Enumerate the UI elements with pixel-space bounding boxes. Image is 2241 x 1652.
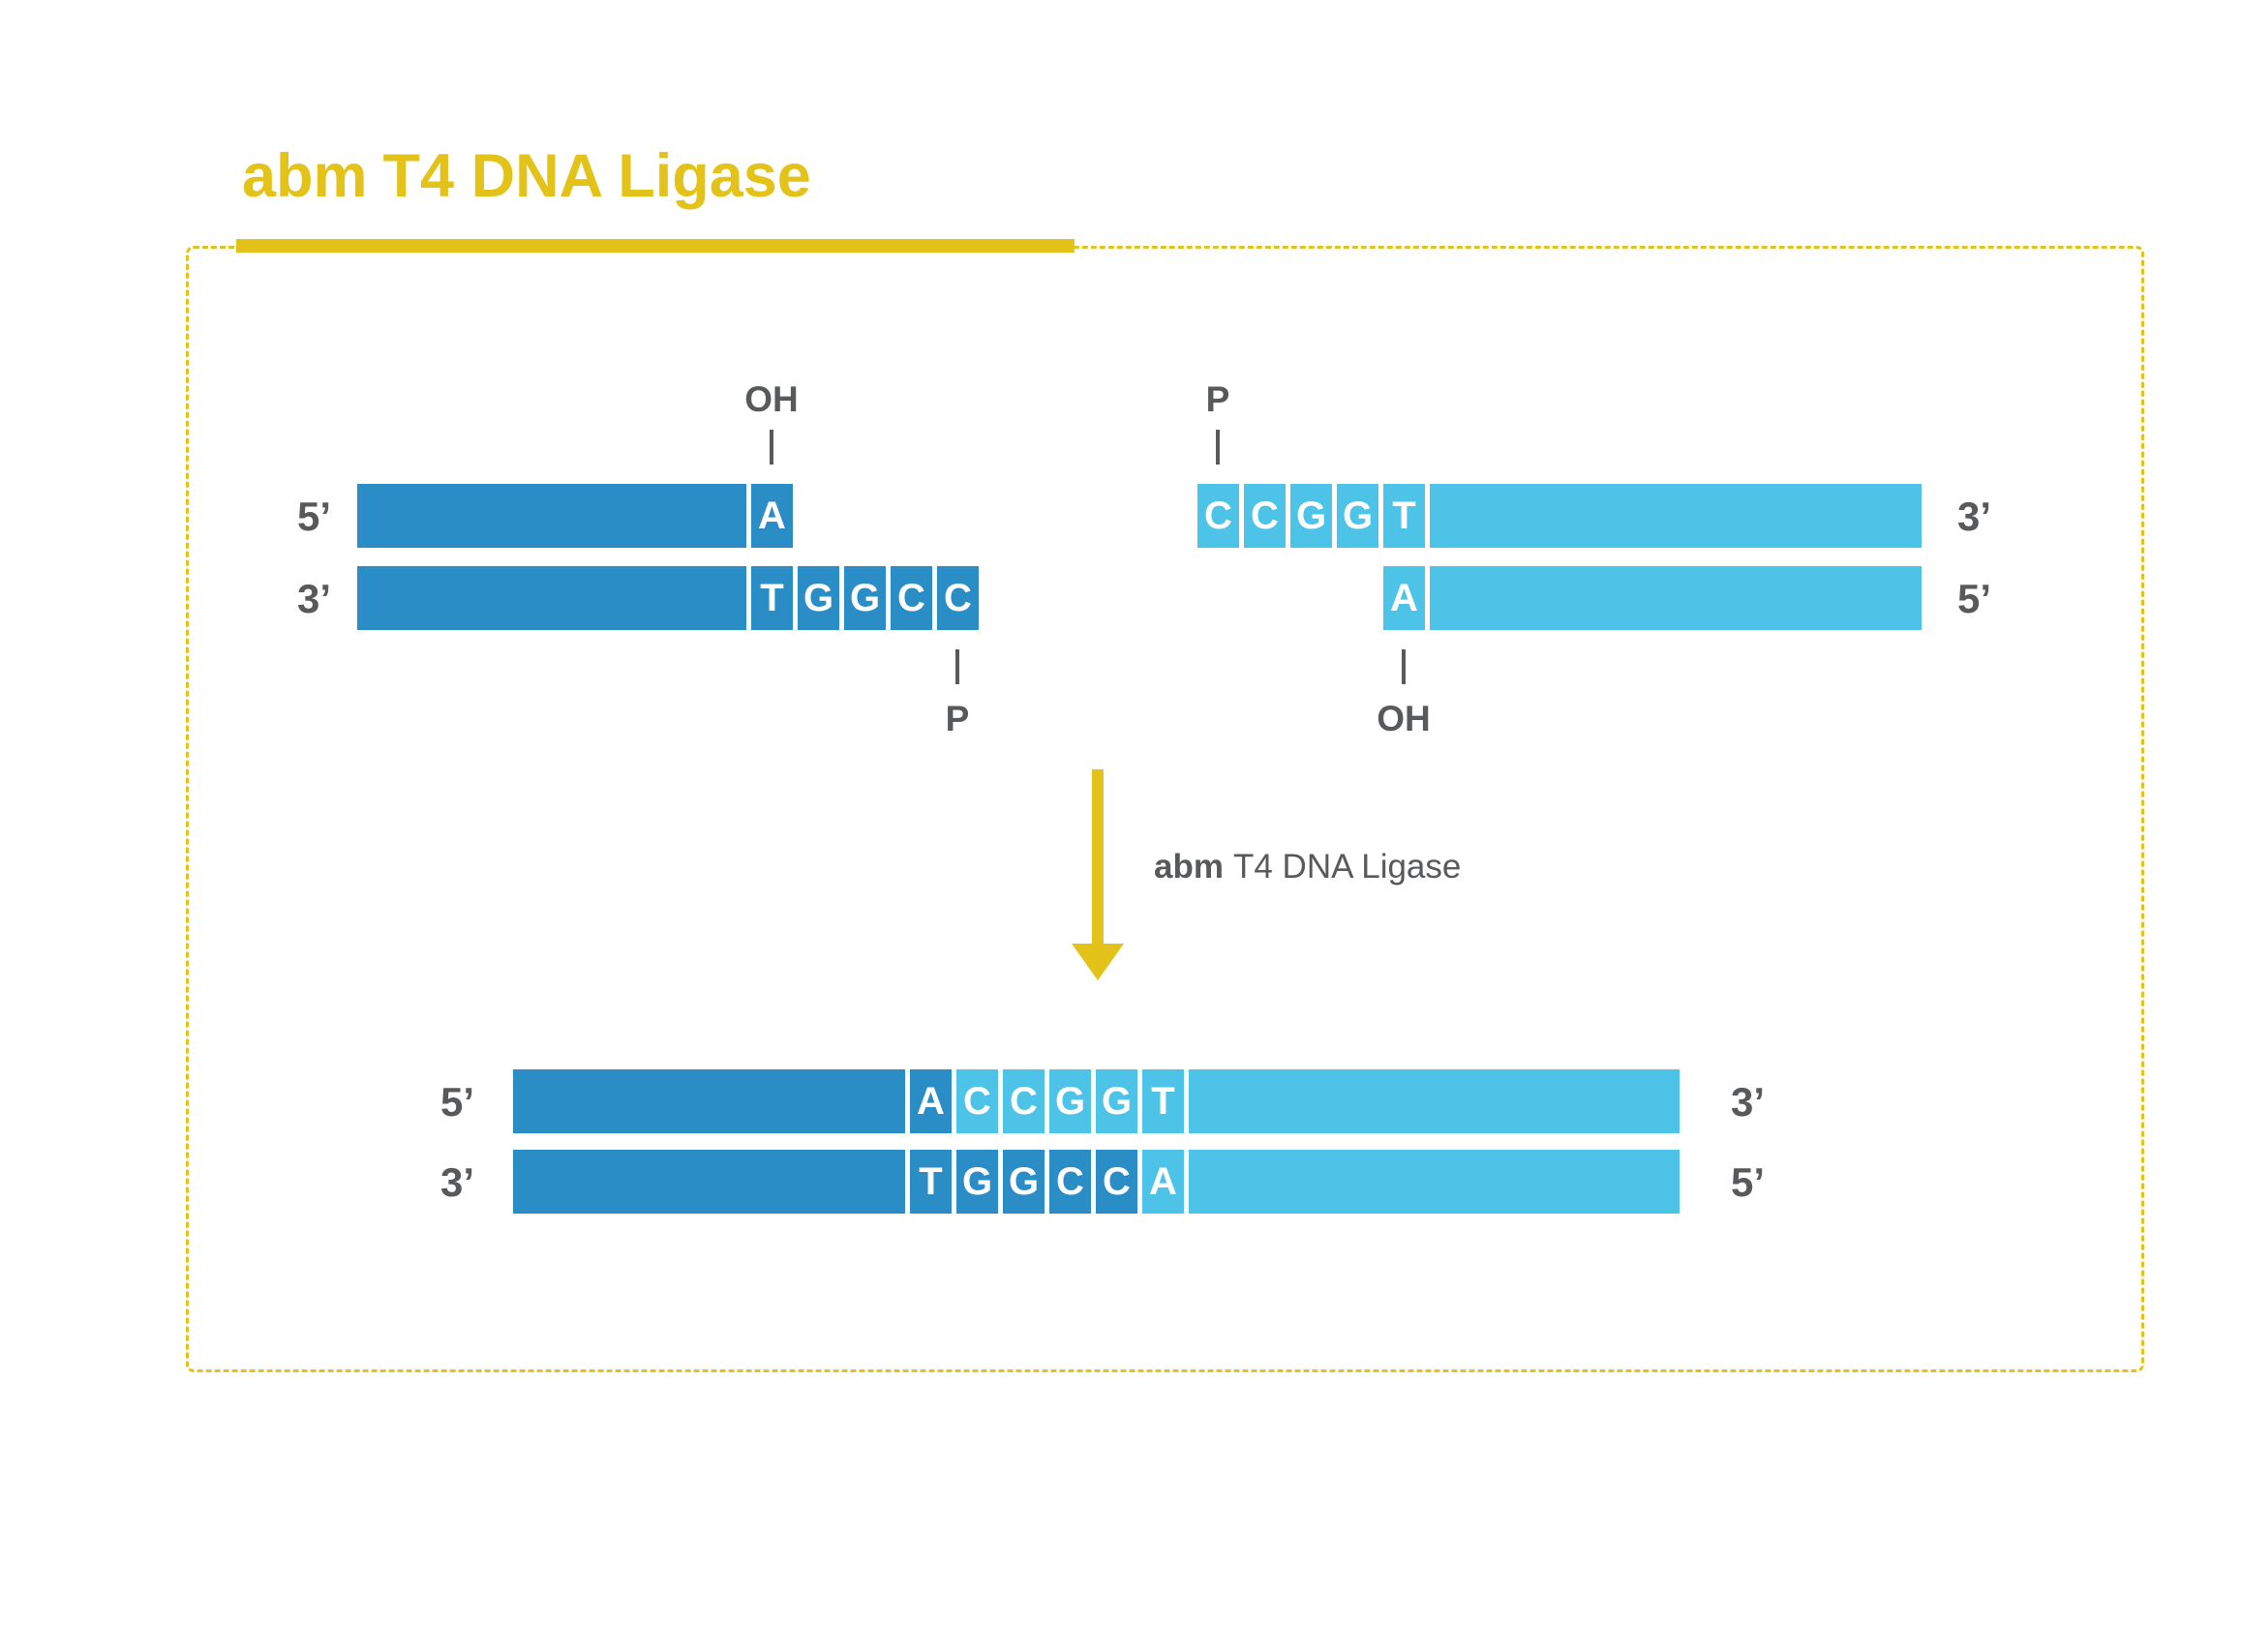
- bond-tick: [1216, 430, 1220, 465]
- phosphate-label: P: [945, 699, 970, 738]
- end-label-3prime: 3’: [296, 576, 331, 621]
- nucleotide-cell: T: [910, 1150, 952, 1214]
- nucleotide-cell: G: [1003, 1150, 1045, 1214]
- nucleotide-cell: A: [1383, 566, 1425, 630]
- end-label-5prime: 5’: [1957, 576, 1992, 621]
- dna-bar-light: [1430, 566, 1922, 630]
- product-bottom-strand: T G G C C A: [513, 1150, 1680, 1214]
- dna-bar-dark: [513, 1069, 905, 1133]
- reaction-arrow-head: [1072, 944, 1124, 980]
- bond-tick: [1402, 649, 1406, 684]
- nucleotide-cell: T: [1383, 484, 1425, 548]
- nucleotide-cell: C: [891, 566, 932, 630]
- nucleotide-cell: C: [1049, 1150, 1091, 1214]
- nucleotide-cell: G: [1337, 484, 1378, 548]
- nucleotide-cell: C: [1003, 1069, 1045, 1133]
- nucleotide-cell: T: [751, 566, 793, 630]
- end-label-5prime: 5’: [1731, 1159, 1766, 1205]
- nucleotide-cell: C: [956, 1069, 998, 1133]
- hydroxyl-label: OH: [744, 379, 799, 419]
- dna-bar-light: [1430, 484, 1922, 548]
- fragment-left-top-strand: A: [357, 484, 793, 548]
- nucleotide-cell: C: [1197, 484, 1239, 548]
- end-label-3prime: 3’: [439, 1159, 474, 1205]
- nucleotide-cell: G: [1290, 484, 1332, 548]
- nucleotide-cell: C: [1096, 1150, 1137, 1214]
- dna-bar-dark: [357, 484, 746, 548]
- product-top-strand: A C C G G T: [513, 1069, 1680, 1133]
- dna-bar-dark: [357, 566, 746, 630]
- reaction-arrow-shaft: [1092, 769, 1104, 946]
- dna-bar-light: [1189, 1069, 1680, 1133]
- product-name: T4 DNA Ligase: [382, 142, 811, 210]
- nucleotide-cell: A: [910, 1069, 952, 1133]
- nucleotide-cell: T: [1142, 1069, 1184, 1133]
- nucleotide-cell: G: [1049, 1069, 1091, 1133]
- fragment-right-top-strand: C C G G T: [1197, 484, 1922, 548]
- reaction-text: T4 DNA Ligase: [1232, 848, 1462, 886]
- nucleotide-cell: C: [937, 566, 979, 630]
- reaction-brand: abm: [1154, 848, 1224, 886]
- brand-name: abm: [242, 142, 368, 210]
- diagram-border: [186, 246, 2144, 1372]
- nucleotide-cell: C: [1244, 484, 1286, 548]
- dna-bar-light: [1189, 1150, 1680, 1214]
- nucleotide-cell: A: [751, 484, 793, 548]
- nucleotide-cell: G: [1096, 1069, 1137, 1133]
- end-label-3prime: 3’: [1731, 1079, 1766, 1125]
- bond-tick: [770, 430, 773, 465]
- phosphate-label: P: [1205, 379, 1230, 419]
- end-label-5prime: 5’: [439, 1079, 474, 1125]
- end-label-5prime: 5’: [296, 494, 331, 539]
- hydroxyl-label: OH: [1377, 699, 1431, 738]
- end-label-3prime: 3’: [1957, 494, 1992, 539]
- dna-bar-dark: [513, 1150, 905, 1214]
- fragment-right-bottom-strand: A: [1383, 566, 1922, 630]
- fragment-left-bottom-strand: T G G C C: [357, 566, 979, 630]
- nucleotide-cell: G: [956, 1150, 998, 1214]
- bond-tick: [955, 649, 959, 684]
- nucleotide-cell: A: [1142, 1150, 1184, 1214]
- nucleotide-cell: G: [798, 566, 839, 630]
- nucleotide-cell: G: [844, 566, 886, 630]
